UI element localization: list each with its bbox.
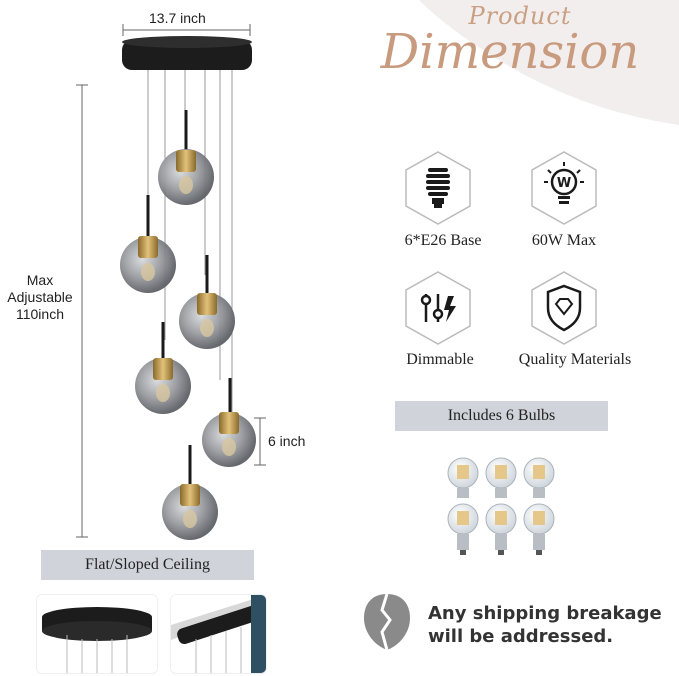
max-height-line2: Adjustable	[7, 289, 73, 305]
dimmer-icon	[405, 271, 471, 345]
bulbs-banner: Includes 6 Bulbs	[395, 401, 608, 431]
title-dimension: Dimension	[380, 24, 640, 80]
notice-line2: will be addressed.	[428, 626, 614, 647]
width-label: 13.7 inch	[149, 10, 206, 26]
max-height-line1: Max	[26, 272, 54, 288]
broken-shield-icon	[364, 593, 410, 651]
feature-quality-materials-label: Quality Materials	[518, 351, 632, 368]
corner-decoration	[419, 0, 679, 125]
title-product: Product	[468, 2, 572, 30]
chandelier-illustration	[76, 24, 266, 540]
flat-ceiling-thumbnail	[36, 594, 158, 674]
quality-shield-icon	[531, 271, 597, 345]
feature-e26-base-label: 6*E26 Base	[404, 232, 482, 249]
notice-line1: Any shipping breakage	[428, 603, 662, 624]
bulb-base-icon	[405, 151, 471, 225]
globe-size-label: 6 inch	[268, 433, 306, 449]
feature-dimmable-label: Dimmable	[406, 351, 474, 368]
ceiling-banner: Flat/Sloped Ceiling	[41, 550, 254, 580]
wattage-icon: W	[531, 151, 597, 225]
max-height-line3: 110inch	[15, 306, 64, 322]
bulbs-illustration	[447, 457, 555, 555]
svg-text:W: W	[557, 176, 571, 191]
sloped-ceiling-thumbnail	[170, 594, 267, 674]
max-height-label: Max Adjustable 110inch	[0, 272, 80, 323]
feature-60w-max-label: 60W Max	[531, 232, 597, 249]
